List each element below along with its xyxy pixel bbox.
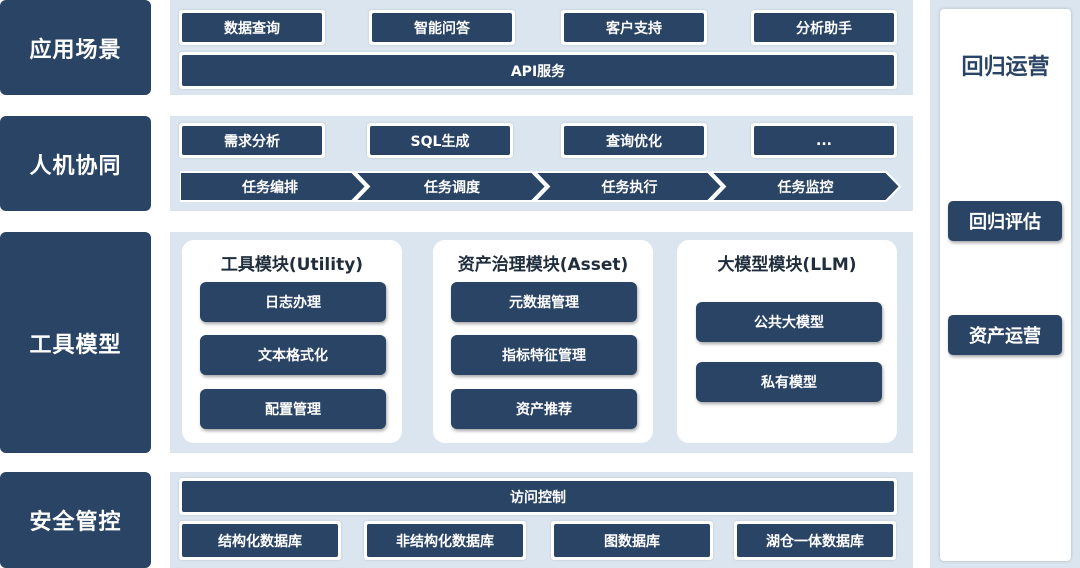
api-card[interactable]: API服务 <box>179 52 897 89</box>
task-orchestration-step[interactable]: 任务编排 <box>242 179 298 196</box>
asset-recommendation-button[interactable]: 资产推荐 <box>451 389 637 429</box>
asset-module-title: 资产治理模块(Asset) <box>457 255 629 275</box>
task-monitoring-step[interactable]: 任务监控 <box>777 179 834 196</box>
store-card[interactable]: 结构化数据库 <box>179 521 341 560</box>
more-items-button[interactable]: ... <box>754 126 894 155</box>
collab-card[interactable]: 查询优化 <box>561 123 707 158</box>
lakehouse-db-button[interactable]: 湖仓一体数据库 <box>737 524 893 557</box>
requirement-analysis-button[interactable]: 需求分析 <box>182 126 322 155</box>
task-flow: 任务编排 任务调度 任务执行 任务监控 <box>180 170 902 203</box>
collab-card[interactable]: SQL生成 <box>367 123 513 158</box>
collab-card[interactable]: 需求分析 <box>179 123 325 158</box>
layer-label-tools: 工具模型 <box>0 232 151 453</box>
query-optimization-button[interactable]: 查询优化 <box>564 126 704 155</box>
scenario-card[interactable]: 智能问答 <box>369 10 515 45</box>
collab-card[interactable]: ... <box>751 123 897 158</box>
store-card[interactable]: 湖仓一体数据库 <box>734 521 896 560</box>
graph-db-button[interactable]: 图数据库 <box>554 524 710 557</box>
task-scheduling-step[interactable]: 任务调度 <box>424 179 480 196</box>
task-execution-step[interactable]: 任务执行 <box>601 179 658 196</box>
metric-feature-button[interactable]: 指标特征管理 <box>451 335 637 375</box>
llm-module-title: 大模型模块(LLM) <box>717 255 857 275</box>
config-management-button[interactable]: 配置管理 <box>200 389 386 429</box>
structured-db-button[interactable]: 结构化数据库 <box>182 524 338 557</box>
task-flow-arrows <box>180 171 902 202</box>
scenario-smart-qa-button[interactable]: 智能问答 <box>372 13 512 42</box>
scenario-customer-support-button[interactable]: 客户支持 <box>564 13 704 42</box>
store-card[interactable]: 图数据库 <box>551 521 713 560</box>
layer-label-application: 应用场景 <box>0 0 151 95</box>
layer-label-security: 安全管控 <box>0 472 151 568</box>
operations-panel <box>940 9 1071 561</box>
private-model-button[interactable]: 私有模型 <box>696 362 882 402</box>
text-format-button[interactable]: 文本格式化 <box>200 335 386 375</box>
log-handling-button[interactable]: 日志办理 <box>200 282 386 322</box>
sql-generation-button[interactable]: SQL生成 <box>370 126 510 155</box>
layer-label-collaboration: 人机协同 <box>0 116 151 211</box>
metadata-management-button[interactable]: 元数据管理 <box>451 282 637 322</box>
scenario-card[interactable]: 分析助手 <box>751 10 897 45</box>
regression-eval-button[interactable]: 回归评估 <box>948 201 1062 241</box>
api-service-bar[interactable]: API服务 <box>182 55 894 86</box>
operations-title: 回归运营 <box>961 55 1050 80</box>
scenario-analysis-assistant-button[interactable]: 分析助手 <box>754 13 894 42</box>
scenario-card[interactable]: 客户支持 <box>561 10 707 45</box>
utility-module-title: 工具模块(Utility) <box>220 255 364 275</box>
scenario-data-query-button[interactable]: 数据查询 <box>182 13 322 42</box>
asset-operations-button[interactable]: 资产运营 <box>948 315 1062 355</box>
unstructured-db-button[interactable]: 非结构化数据库 <box>367 524 523 557</box>
scenario-card[interactable]: 数据查询 <box>179 10 325 45</box>
access-card[interactable]: 访问控制 <box>179 478 897 515</box>
store-card[interactable]: 非结构化数据库 <box>364 521 526 560</box>
public-llm-button[interactable]: 公共大模型 <box>696 302 882 342</box>
access-control-bar[interactable]: 访问控制 <box>182 481 894 512</box>
